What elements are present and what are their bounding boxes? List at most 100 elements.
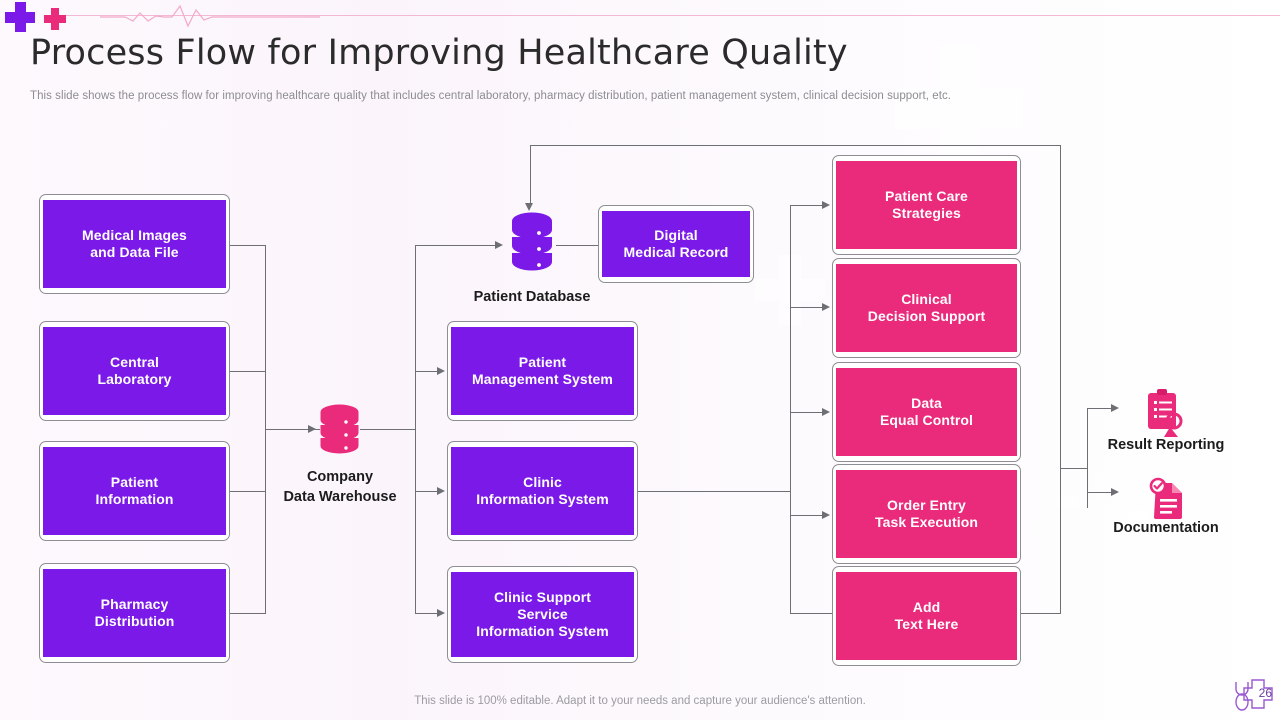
page-subtitle: This slide shows the process flow for im… xyxy=(30,90,952,102)
warehouse-label: Company Data Warehouse xyxy=(250,468,430,507)
node-line-2: Text Here xyxy=(894,616,959,632)
connector-right-bus xyxy=(790,205,791,613)
arrow-into-warehouse xyxy=(308,425,316,433)
arrow-into-outcome-4 xyxy=(822,511,830,519)
page-title: Process Flow for Improving Healthcare Qu… xyxy=(30,33,848,73)
connector-warehouse-out xyxy=(360,429,416,430)
watermark-cross xyxy=(1168,340,1264,436)
node-clinic-support-service-information-system[interactable]: Clinic Support Service Information Syste… xyxy=(447,566,638,663)
connector-to-pms xyxy=(415,371,440,372)
node-data-equal-control[interactable]: Data Equal Control xyxy=(832,362,1021,462)
connector-feedback-top xyxy=(530,145,1061,146)
medical-cross-purple-icon xyxy=(5,2,35,32)
connector-to-cis xyxy=(415,491,440,492)
connector-db-to-dmr xyxy=(556,245,600,246)
arrow-into-patient-db xyxy=(495,241,503,249)
node-line-1: Patient xyxy=(518,353,567,370)
node-line-1: Order Entry xyxy=(887,496,966,513)
node-line-1: Pharmacy xyxy=(100,595,169,612)
connector-to-documentation xyxy=(1087,492,1115,493)
connector-to-outcome-3 xyxy=(790,412,826,413)
clipboard-search-icon xyxy=(1142,388,1190,438)
connector-to-result-reporting xyxy=(1087,408,1115,409)
connector-input-2 xyxy=(230,371,266,372)
node-line-2: Laboratory xyxy=(97,371,172,387)
node-central-laboratory[interactable]: Central Laboratory xyxy=(39,321,230,421)
watermark-cross xyxy=(895,45,1023,173)
node-line-1: Medical Images xyxy=(82,226,187,243)
connector-feedback-down xyxy=(530,145,531,207)
node-line-3: Information System xyxy=(476,623,609,640)
node-line-1: Add xyxy=(912,598,941,615)
heartbeat-line-icon xyxy=(100,4,320,28)
arrow-into-documentation xyxy=(1111,488,1119,496)
watermark-cross xyxy=(1035,495,1101,561)
node-line-1: Clinical xyxy=(901,290,952,307)
node-line-1: Patient Care xyxy=(885,187,968,204)
node-clinic-information-system[interactable]: Clinic Information System xyxy=(447,441,638,541)
database-icon-warehouse xyxy=(319,404,360,456)
stethoscope-cross-icon xyxy=(1228,676,1276,718)
arrow-into-outcome-1 xyxy=(822,201,830,209)
node-patient-management-system[interactable]: Patient Management System xyxy=(447,321,638,421)
node-medical-images[interactable]: Medical Images and Data File xyxy=(39,194,230,294)
connector-results-bus xyxy=(1087,408,1088,508)
connector-to-outcome-1 xyxy=(790,205,826,206)
node-order-entry-task-execution[interactable]: Order Entry Task Execution xyxy=(832,464,1021,564)
node-line-2: Strategies xyxy=(892,205,961,221)
connector-feedback-bottom xyxy=(1020,613,1061,614)
node-digital-medical-record[interactable]: Digital Medical Record xyxy=(598,205,754,283)
document-check-icon xyxy=(1144,477,1190,519)
connector-to-cssis xyxy=(415,613,440,614)
node-line-1: Patient xyxy=(110,473,159,490)
database-icon-patient xyxy=(510,212,554,278)
result-reporting-label: Result Reporting xyxy=(1107,437,1225,453)
node-line-2: Medical Record xyxy=(623,244,729,260)
node-line-2: Equal Control xyxy=(879,412,974,428)
node-line-1: Clinic xyxy=(523,473,562,490)
warehouse-label-line-1: Company xyxy=(306,469,374,485)
node-line-1: Clinic Support xyxy=(493,588,592,605)
node-line-2: Task Execution xyxy=(874,514,979,530)
node-add-text-here[interactable]: Add Text Here xyxy=(832,566,1021,666)
documentation-label: Documentation xyxy=(1113,520,1219,536)
arrow-into-cis xyxy=(437,487,445,495)
connector-results-tap xyxy=(1060,468,1088,469)
connector-to-patient-db xyxy=(415,245,500,246)
watermark-cross xyxy=(1210,165,1280,275)
connector-mid-bus xyxy=(415,245,416,614)
connector-to-outcome-5 xyxy=(790,613,832,614)
arrow-into-outcome-2 xyxy=(822,303,830,311)
watermark-cross xyxy=(1175,585,1280,695)
connector-cis-to-right-bus xyxy=(638,491,791,492)
arrow-feedback-into-db xyxy=(525,203,533,211)
connector-bus-to-warehouse xyxy=(265,429,320,430)
node-line-2: Information xyxy=(95,491,174,507)
node-line-1: Data xyxy=(911,394,942,411)
node-patient-information[interactable]: Patient Information xyxy=(39,441,230,541)
patient-database-label: Patient Database xyxy=(473,289,591,305)
node-line-1: Digital xyxy=(654,226,698,243)
footer-note: This slide is 100% editable. Adapt it to… xyxy=(414,695,866,707)
arrow-into-cssis xyxy=(437,609,445,617)
node-line-2: Decision Support xyxy=(867,308,986,324)
node-line-1: Central xyxy=(110,353,159,370)
connector-to-outcome-2 xyxy=(790,307,826,308)
node-pharmacy-distribution[interactable]: Pharmacy Distribution xyxy=(39,563,230,663)
node-line-2: Service xyxy=(517,605,568,622)
node-clinical-decision-support[interactable]: Clinical Decision Support xyxy=(832,258,1021,358)
medical-cross-pink-icon xyxy=(44,8,66,30)
node-line-2: Distribution xyxy=(94,613,175,629)
arrow-into-outcome-3 xyxy=(822,408,830,416)
warehouse-label-line-2: Data Warehouse xyxy=(283,488,397,505)
connector-input-1 xyxy=(230,245,266,246)
node-line-2: Management System xyxy=(472,371,613,387)
node-line-2: Information System xyxy=(476,491,609,507)
node-patient-care-strategies[interactable]: Patient Care Strategies xyxy=(832,155,1021,255)
node-line-2: and Data File xyxy=(90,244,179,260)
header-rule xyxy=(60,15,1280,16)
connector-input-3 xyxy=(230,491,266,492)
page-number: 26 xyxy=(1258,686,1272,700)
connector-to-outcome-4 xyxy=(790,515,826,516)
